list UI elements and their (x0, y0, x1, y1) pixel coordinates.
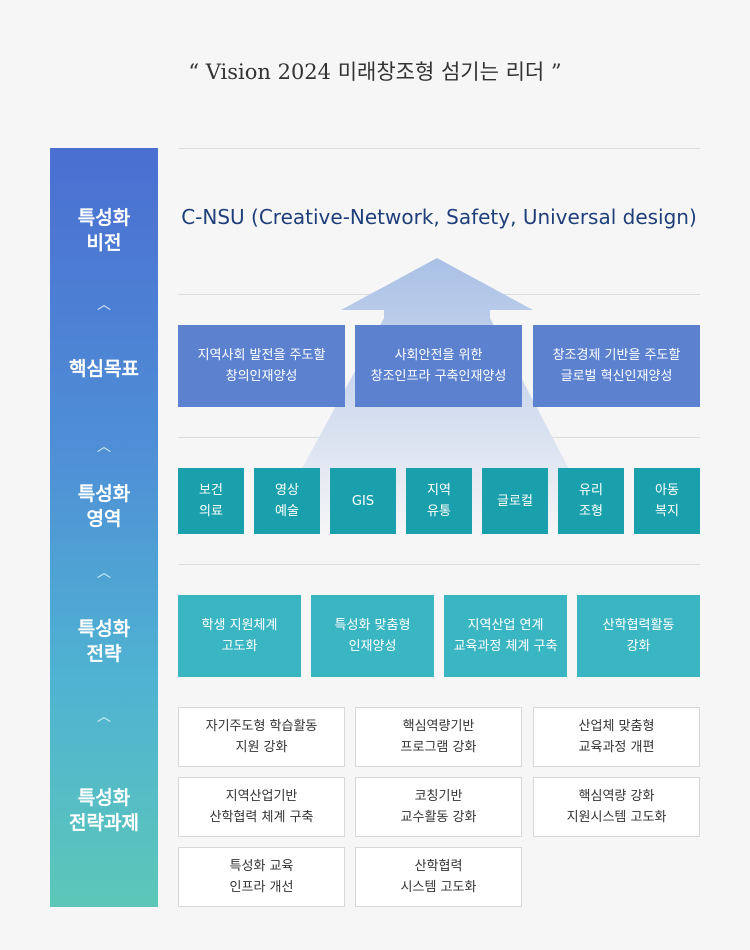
area-box: 아동 복지 (634, 468, 700, 534)
task-box: 코칭기반 교수활동 강화 (355, 777, 522, 837)
area-box: 보건 의료 (178, 468, 244, 534)
goal-box: 지역사회 발전을 주도할 창의인재양성 (178, 325, 345, 407)
task-box: 핵심역량 강화 지원시스템 고도화 (533, 777, 700, 837)
chevron-up-icon: ︿ (97, 439, 111, 455)
vision-text: C-NSU (Creative-Network, Safety, Univers… (181, 205, 697, 229)
sidebar-label-areas: 특성화 영역 (77, 483, 131, 530)
task-box: 산업체 맞춤형 교육과정 개편 (533, 707, 700, 767)
goal-box: 사회안전을 위한 창조인프라 구축인재양성 (355, 325, 522, 407)
sidebar-label-vision: 특성화 비전 (77, 207, 131, 254)
area-box: 영상 예술 (254, 468, 320, 534)
sidebar-label-tasks: 특성화 전략과제 (69, 787, 139, 834)
task-box: 핵심역량기반 프로그램 강화 (355, 707, 522, 767)
task-box: 특성화 교육 인프라 개선 (178, 847, 345, 907)
sidebar: 특성화 비전 ︿ 핵심목표 ︿ 특성화 영역 ︿ 특성화 전략 ︿ 특성화 전략… (50, 148, 158, 907)
sidebar-label-strategy: 특성화 전략 (77, 618, 131, 665)
area-box: GIS (330, 468, 396, 534)
chevron-up-icon: ︿ (97, 565, 111, 581)
area-box: 지역 유통 (406, 468, 472, 534)
page-title: “ Vision 2024 미래창조형 섬기는 리더 ” (188, 60, 562, 84)
task-box: 지역산업기반 산학협력 체계 구축 (178, 777, 345, 837)
task-box: 산학협력 시스템 고도화 (355, 847, 522, 907)
strategy-box: 산학협력활동 강화 (577, 595, 700, 677)
strategy-box: 지역산업 연계 교육과정 체계 구축 (444, 595, 567, 677)
area-box: 글로컬 (482, 468, 548, 534)
chevron-up-icon: ︿ (97, 297, 111, 313)
task-box: 자기주도형 학습활동 지원 강화 (178, 707, 345, 767)
chevron-up-icon: ︿ (97, 709, 111, 725)
divider (178, 564, 700, 565)
area-box: 유리 조형 (558, 468, 624, 534)
strategy-box: 특성화 맞춤형 인재양성 (311, 595, 434, 677)
sidebar-label-goals: 핵심목표 (69, 358, 139, 380)
divider (178, 148, 700, 149)
strategy-box: 학생 지원체계 고도화 (178, 595, 301, 677)
goal-box: 창조경제 기반을 주도할 글로벌 혁신인재양성 (533, 325, 700, 407)
